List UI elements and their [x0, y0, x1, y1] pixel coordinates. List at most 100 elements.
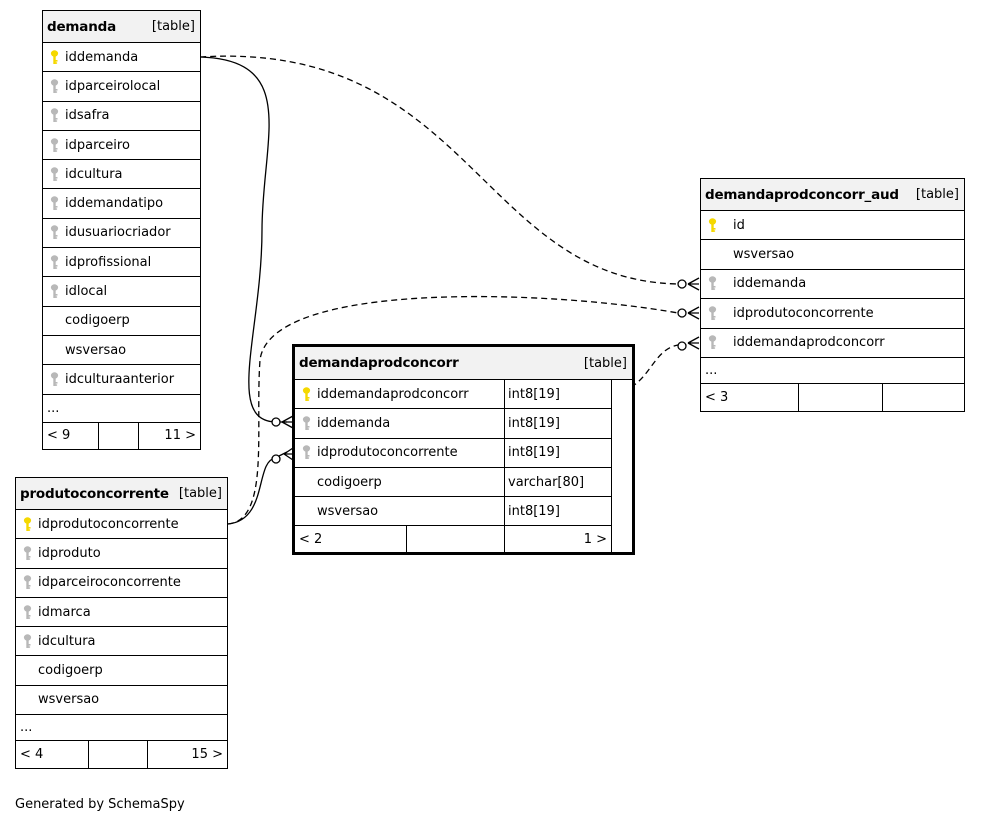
table-footer: < 9 11 > — [43, 422, 200, 449]
table-type: [table] — [915, 187, 959, 202]
column-row[interactable]: idprofissional — [43, 248, 200, 278]
table-demandaprodconcorr-aud[interactable]: demandaprodconcorr_aud [table] id wsversa… — [700, 178, 965, 412]
column-name-cell: id — [701, 211, 964, 239]
column-name-cell: iddemanda — [701, 270, 964, 298]
column-row[interactable]: idparceiro — [43, 131, 200, 161]
column-row[interactable]: wsversao — [16, 686, 227, 716]
column-name: idcultura — [65, 166, 123, 182]
footer-parents[interactable]: < 4 — [20, 747, 44, 763]
column-row[interactable]: idprodutoconcorrente — [16, 510, 227, 540]
column-type: int8[19] — [504, 409, 611, 438]
footer-parents[interactable]: < 3 — [705, 389, 729, 405]
footer-children[interactable]: 15 > — [147, 741, 227, 769]
column-name: idprofissional — [65, 254, 152, 270]
column-name-cell: idsafra — [43, 102, 200, 130]
column-name-cell: codigoerp — [43, 307, 200, 335]
column-name: idproduto — [38, 545, 101, 561]
foreign-key-icon — [23, 546, 32, 561]
column-row[interactable]: idlocal — [43, 277, 200, 307]
column-row[interactable]: idproduto — [16, 539, 227, 569]
column-name: idprodutoconcorrente — [317, 445, 458, 461]
crowfoot-aud-idprodutoconcorrente — [677, 306, 700, 320]
foreign-key-icon — [23, 575, 32, 590]
edge-produtoconcorrente-to-aud — [227, 295, 679, 525]
table-type: [table] — [178, 486, 222, 501]
footer-children[interactable]: 11 > — [138, 422, 200, 449]
column-name: id — [733, 217, 745, 233]
column-row[interactable]: iddemanda — [701, 270, 964, 300]
column-row[interactable]: iddemandaprodconcorr — [701, 329, 964, 358]
column-row[interactable]: iddemanda — [43, 43, 200, 73]
column-name: iddemandaprodconcorr — [317, 386, 469, 402]
crowfoot-demandaprodconcorr-idprodutoconcorrente — [271, 447, 294, 464]
column-name: iddemandaprodconcorr — [733, 335, 885, 351]
column-name-cell: codigoerp — [16, 656, 227, 684]
column-row[interactable]: id — [701, 211, 964, 241]
column-row[interactable]: idparceirolocal — [43, 72, 200, 102]
column-row[interactable]: idprodutoconcorrente int8[19] — [295, 438, 611, 468]
column-row[interactable]: iddemanda int8[19] — [295, 409, 611, 439]
column-type: int8[19] — [504, 438, 611, 467]
column-row[interactable]: iddemandaprodconcorr int8[19] — [295, 380, 611, 410]
crowfoot-aud-iddemandaprodconcorr — [677, 336, 700, 351]
column-type: int8[19] — [504, 380, 611, 409]
column-name-cell: wsversao — [701, 240, 964, 268]
column-name: wsversao — [38, 692, 100, 708]
column-name-cell: idusuariocriador — [43, 219, 200, 247]
column-name: idcultura — [38, 633, 96, 649]
column-row[interactable]: idmarca — [16, 598, 227, 628]
column-row[interactable]: idprodutoconcorrente — [701, 299, 964, 329]
footer-middle — [406, 526, 504, 553]
primary-key-icon — [50, 49, 59, 65]
column-row[interactable]: iddemandatipo — [43, 189, 200, 219]
table-demandaprodconcorr[interactable]: demandaprodconcorr [table] iddemandaprod… — [292, 344, 635, 556]
primary-key-icon — [302, 386, 311, 402]
foreign-key-icon — [708, 276, 717, 291]
column-row[interactable]: idsafra — [43, 102, 200, 131]
foreign-key-icon — [23, 634, 32, 649]
column-name: iddemandatipo — [65, 196, 164, 212]
table-name: demandaprodconcorr — [299, 355, 459, 371]
column-name: iddemanda — [317, 415, 391, 431]
footer-parents[interactable]: < 9 — [47, 428, 71, 444]
crowfoot-aud-iddemanda — [677, 277, 700, 291]
footer-parents[interactable]: < 2 — [299, 531, 323, 547]
table-name: demanda — [47, 18, 116, 35]
column-row[interactable]: idcultura — [43, 160, 200, 190]
column-row[interactable]: idcultura — [16, 627, 227, 657]
column-row[interactable]: codigoerp — [16, 656, 227, 686]
column-name-cell: iddemandaprodconcorr — [701, 329, 964, 357]
column-name-cell: idmarca — [16, 598, 227, 626]
column-row[interactable]: codigoerp — [43, 307, 200, 336]
edge-demanda-to-demandaprodconcorr — [199, 56, 287, 423]
generated-by-note: Generated by SchemaSpy — [15, 797, 185, 812]
column-name: iddemanda — [65, 49, 139, 65]
table-produtoconcorrente[interactable]: produtoconcorrente [table] idprodutoconc… — [15, 477, 228, 770]
column-name: idsafra — [65, 108, 110, 124]
column-name: wsversao — [733, 247, 795, 263]
column-name: idprodutoconcorrente — [733, 305, 874, 321]
crowfoot-demandaprodconcorr-iddemanda — [271, 415, 294, 429]
column-row[interactable]: idculturaanterior — [43, 365, 200, 395]
column-name-cell: idprodutoconcorrente — [16, 510, 227, 538]
column-row[interactable]: wsversao — [43, 336, 200, 366]
table-header: demandaprodconcorr_aud [table] — [701, 179, 964, 211]
foreign-key-icon — [50, 108, 59, 123]
column-row[interactable]: idusuariocriador — [43, 219, 200, 249]
foreign-key-icon — [50, 372, 59, 387]
column-row[interactable]: wsversao — [701, 240, 964, 270]
footer-children[interactable]: 1 > — [504, 526, 611, 553]
foreign-key-icon — [302, 416, 311, 431]
column-name: idparceirolocal — [65, 78, 161, 94]
table-name: produtoconcorrente — [20, 485, 169, 502]
more-columns-ellipsis: ... — [16, 715, 227, 742]
footer-children[interactable] — [882, 383, 964, 411]
table-footer: < 4 15 > — [16, 741, 227, 769]
column-name-cell: wsversao — [16, 686, 227, 714]
column-row[interactable]: idparceiroconcorrente — [16, 569, 227, 598]
table-type: [table] — [583, 355, 627, 371]
